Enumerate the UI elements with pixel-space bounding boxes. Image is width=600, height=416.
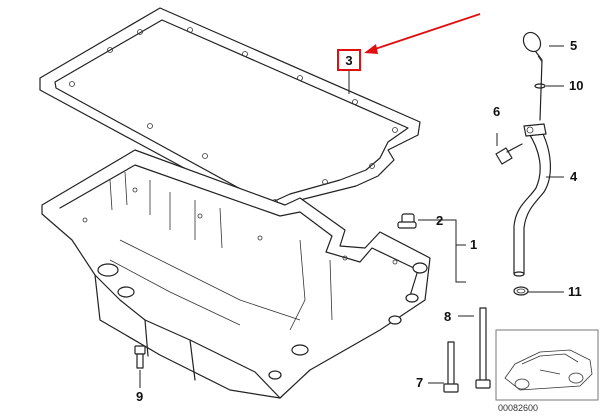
seal-ring-inner	[516, 288, 526, 294]
callout-11: 11	[568, 284, 582, 299]
highlight-arrow	[364, 13, 481, 54]
drain-plug	[397, 213, 417, 229]
seal-ring-11	[513, 286, 529, 296]
o-ring-10	[534, 83, 546, 89]
gasket-bolt-holes	[69, 27, 398, 205]
callout-5: 5	[570, 38, 577, 53]
callout-7: 7	[416, 375, 423, 390]
callout-3: 3	[345, 53, 352, 68]
bolt-9	[134, 345, 146, 369]
callout-10: 10	[569, 78, 583, 93]
vehicle-thumbnail	[495, 329, 599, 401]
callout-6: 6	[493, 104, 500, 119]
dipstick	[522, 31, 543, 121]
callout-4: 4	[570, 169, 578, 184]
callouts: 3 5 10 6 4 2 1 11 8 9 7	[136, 38, 583, 404]
callout-2: 2	[436, 213, 443, 228]
long-bolt-7	[443, 341, 459, 393]
callout-8: 8	[444, 309, 451, 324]
long-bolt-8	[475, 307, 491, 389]
leader-lines	[139, 45, 564, 388]
oil-pan	[41, 149, 431, 399]
bolt-6	[495, 143, 523, 165]
dipstick-guide-tube	[513, 123, 551, 277]
diagram-part-number: 00082600	[498, 403, 538, 413]
callout-3-highlight-box	[337, 49, 361, 71]
callout-1: 1	[470, 237, 477, 252]
callout-9: 9	[136, 389, 143, 404]
